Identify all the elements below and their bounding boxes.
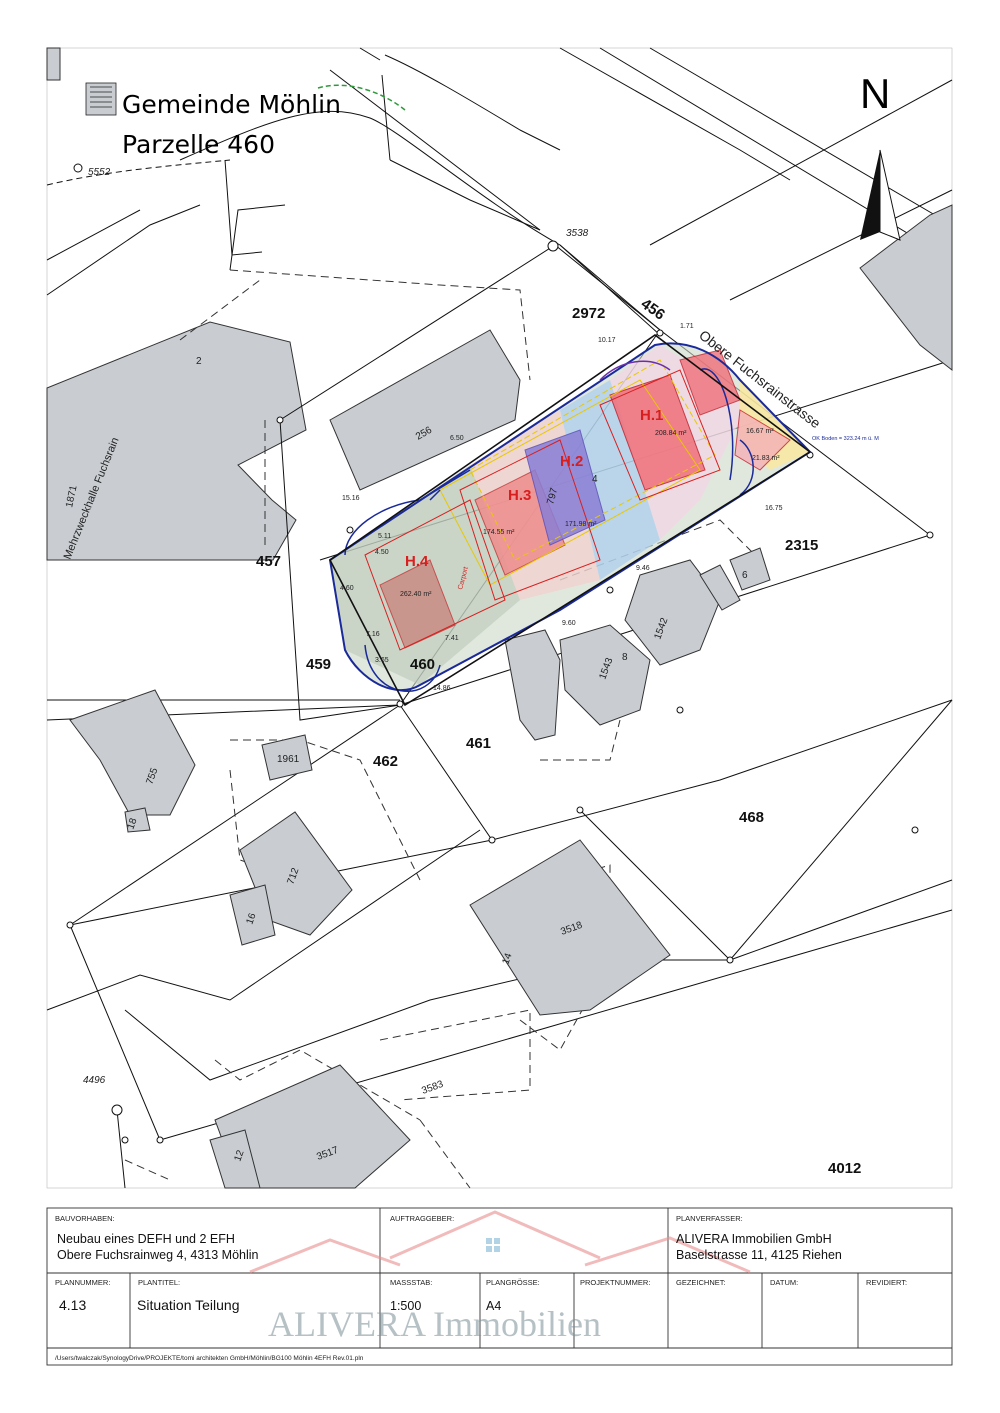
massstab-value: 1:500 <box>390 1299 421 1313</box>
svg-text:14.86: 14.86 <box>433 685 451 692</box>
house-h1-area: 208.84 m² <box>655 430 687 437</box>
svg-text:7.41: 7.41 <box>445 635 459 642</box>
ok-note: OK Boden = 323.24 m ü. M <box>812 436 879 442</box>
house-h1-footprint <box>609 374 706 491</box>
parcel-2972: 2972 <box>572 305 605 322</box>
svg-text:9.46: 9.46 <box>636 565 650 572</box>
parcel-468: 468 <box>739 809 764 826</box>
parcel-462: 462 <box>373 753 398 770</box>
house-h2-label: H.2 <box>560 453 583 470</box>
parcel-4012: 4012 <box>828 1160 861 1177</box>
small-area-1: 16.67 m² <box>746 428 774 435</box>
svg-text:3.65: 3.65 <box>375 657 389 664</box>
gezeichnet-label: GEZEICHNET: <box>676 1278 726 1287</box>
building-label-12: 12 <box>232 1148 246 1163</box>
planverfasser-line-1: ALIVERA Immobilien GmbH <box>676 1232 832 1246</box>
projektnummer-label: PROJEKTNUMMER: <box>580 1278 650 1287</box>
point-4496: 4496 <box>83 1075 106 1086</box>
massstab-label: MASSSTAB: <box>390 1278 432 1287</box>
development-plot <box>328 334 812 707</box>
building-label-1961: 1961 <box>277 754 300 765</box>
building-6 <box>729 547 771 591</box>
parcel-459: 459 <box>306 656 331 673</box>
file-path: /Users/twalczak/SynologyDrive/PROJEKTE/t… <box>55 1355 364 1362</box>
site-map <box>46 47 953 1189</box>
building-label-18: 18 <box>125 816 139 831</box>
title-block <box>46 1207 953 1366</box>
plangroesse-label: PLANGRÖSSE: <box>486 1278 540 1287</box>
hall-building <box>46 321 307 561</box>
watermark-logo <box>249 1210 751 1274</box>
svg-text:9.60: 9.60 <box>562 620 576 627</box>
house-h4-area: 262.40 m² <box>400 591 432 598</box>
plangroesse-value: A4 <box>486 1299 501 1313</box>
svg-text:4.50: 4.50 <box>375 549 389 556</box>
survey-points <box>66 163 934 1144</box>
building-256 <box>329 329 521 491</box>
building-label-16: 16 <box>244 911 258 926</box>
house-h3-label: H.3 <box>508 487 531 504</box>
plannummer-label: PLANNUMMER: <box>55 1278 110 1287</box>
parcel-457: 457 <box>256 553 281 570</box>
svg-text:10.17: 10.17 <box>598 337 616 344</box>
small-area-2: 21.83 m² <box>752 455 780 462</box>
plannummer-value: 4.13 <box>59 1297 86 1313</box>
title-line-1: Gemeinde Möhlin <box>122 90 341 119</box>
building-label-4: 4 <box>592 474 598 485</box>
svg-text:5.11: 5.11 <box>378 533 391 540</box>
auftraggeber-label: AUFTRAGGEBER: <box>390 1214 454 1223</box>
svg-text:15.16: 15.16 <box>342 495 360 502</box>
north-arrow-icon <box>860 149 901 241</box>
north-label: N <box>860 70 890 117</box>
house-h2-area: 171.98 m² <box>565 521 597 528</box>
building-14 <box>469 839 671 1016</box>
plantitel-value: Situation Teilung <box>137 1297 239 1313</box>
parcel-2315: 2315 <box>785 537 818 554</box>
datum-label: DATUM: <box>770 1278 798 1287</box>
svg-text:16.75: 16.75 <box>765 505 783 512</box>
revidiert-label: REVIDIERT: <box>866 1278 907 1287</box>
house-h1-label: H.1 <box>640 407 663 424</box>
parcel-460: 460 <box>410 656 435 673</box>
bauvorhaben-line-1: Neubau eines DEFH und 2 EFH <box>57 1232 235 1246</box>
stairs-icon <box>85 82 117 116</box>
building-1542 <box>624 559 721 666</box>
house-h3-area: 174.55 m² <box>483 529 515 536</box>
hall-number: 1871 <box>64 484 79 508</box>
building-label-14: 14 <box>500 951 514 966</box>
parcel-461: 461 <box>466 735 491 752</box>
building-1543 <box>559 624 651 726</box>
building-label-6: 6 <box>742 570 748 581</box>
svg-text:7.16: 7.16 <box>366 631 380 638</box>
building-label-797: 797 <box>545 486 560 505</box>
planverfasser-line-2: Baselstrasse 11, 4125 Riehen <box>676 1248 842 1262</box>
svg-text:1.71: 1.71 <box>680 323 694 330</box>
bauvorhaben-label: BAUVORHABEN: <box>55 1214 115 1223</box>
bauvorhaben-line-2: Obere Fuchsrainweg 4, 4313 Möhlin <box>57 1248 259 1262</box>
watermark-text: ALIVERA Immobilien <box>268 1304 601 1344</box>
building-755 <box>69 689 196 816</box>
svg-text:6.50: 6.50 <box>450 435 464 442</box>
point-5552: 5552 <box>88 167 111 178</box>
svg-text:4.60: 4.60 <box>340 585 354 592</box>
building-label-8: 8 <box>622 652 628 663</box>
building-label-2: 2 <box>196 356 202 367</box>
house-h4-label: H.4 <box>405 553 429 570</box>
plantitel-label: PLANTITEL: <box>138 1278 180 1287</box>
planverfasser-label: PLANVERFASSER: <box>676 1214 743 1223</box>
building-1961 <box>261 734 313 781</box>
house-h4-footprint <box>379 559 456 649</box>
title-line-2: Parzelle 460 <box>122 130 275 159</box>
point-3538: 3538 <box>566 228 589 239</box>
dimension-labels: 10.17 1.71 15.16 16.75 14.86 9.46 4.60 6… <box>340 323 783 692</box>
